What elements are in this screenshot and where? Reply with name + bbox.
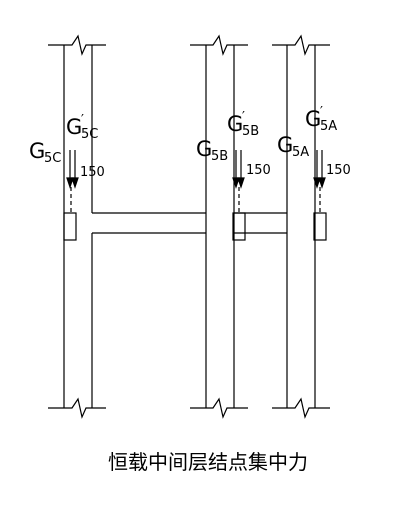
load-label-gp-c-prime: ′ bbox=[81, 113, 84, 128]
node-block-a bbox=[313, 212, 327, 241]
labels-a: G 5A G ′ 5A 150 bbox=[277, 105, 351, 178]
labels-c: G 5C G ′ 5C 150 bbox=[29, 113, 105, 180]
load-label-g-b: G bbox=[196, 137, 212, 161]
dimension-label-b: 150 bbox=[246, 163, 271, 178]
load-label-g-c-sub: 5C bbox=[44, 151, 61, 166]
dimension-label-a: 150 bbox=[326, 163, 351, 178]
load-label-gp-b-prime: ′ bbox=[242, 110, 245, 125]
load-label-g-a-sub: 5A bbox=[292, 145, 309, 160]
load-label-gp-a-sub: 5A bbox=[320, 119, 337, 134]
beam-c-b bbox=[92, 212, 206, 234]
load-label-g-c: G bbox=[29, 139, 45, 163]
load-label-gp-c-sub: 5C bbox=[81, 127, 98, 142]
diagram-caption: 恒载中间层结点集中力 bbox=[108, 450, 308, 474]
node-block-b bbox=[232, 212, 246, 241]
load-arrows-c bbox=[66, 150, 79, 213]
beam-b-a bbox=[234, 212, 287, 234]
load-label-g-b-sub: 5B bbox=[211, 149, 228, 164]
load-label-gp-b-sub: 5B bbox=[242, 124, 259, 139]
node-block-c bbox=[63, 212, 77, 241]
break-symbol-bottom-c bbox=[48, 397, 106, 419]
break-symbol-top-a bbox=[272, 34, 330, 56]
column-a bbox=[272, 34, 330, 419]
break-symbol-top-c bbox=[48, 34, 106, 56]
load-label-g-a: G bbox=[277, 133, 293, 157]
column-c bbox=[48, 34, 106, 419]
column-b bbox=[190, 34, 248, 419]
load-label-gp-a: G bbox=[305, 107, 321, 131]
labels-b: G 5B G ′ 5B 150 bbox=[196, 110, 271, 178]
load-arrows-b bbox=[232, 150, 245, 213]
load-label-gp-a-prime: ′ bbox=[320, 105, 323, 120]
dimension-label-c: 150 bbox=[80, 165, 105, 180]
load-label-gp-b: G bbox=[227, 112, 243, 136]
break-symbol-top-b bbox=[190, 34, 248, 56]
load-label-gp-c: G bbox=[66, 115, 82, 139]
load-arrows-a bbox=[313, 150, 326, 213]
break-symbol-bottom-b bbox=[190, 397, 248, 419]
break-symbol-bottom-a bbox=[272, 397, 330, 419]
